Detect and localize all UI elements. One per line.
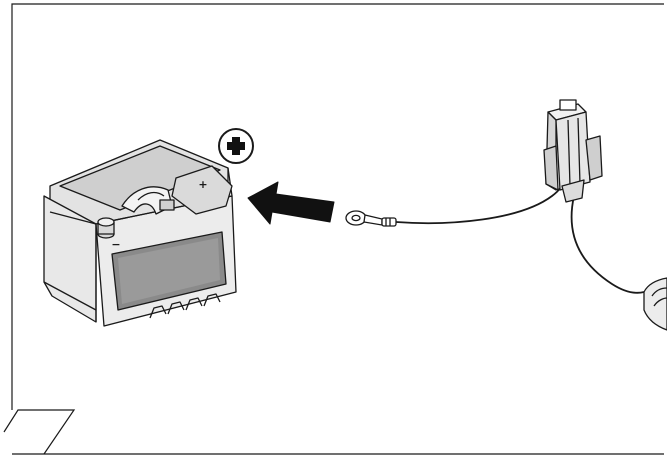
positive-terminal-label: + — [198, 178, 207, 191]
charger-plug-icon — [643, 277, 667, 331]
page-frame — [3, 3, 664, 455]
car-battery — [43, 139, 237, 327]
ring-terminal-icon — [345, 210, 397, 227]
negative-terminal-label: − — [111, 238, 120, 251]
charger-cable — [395, 181, 645, 294]
arrow-left-icon — [247, 181, 335, 225]
fuse-holder-icon — [543, 99, 603, 203]
plus-circle-icon — [218, 128, 254, 164]
